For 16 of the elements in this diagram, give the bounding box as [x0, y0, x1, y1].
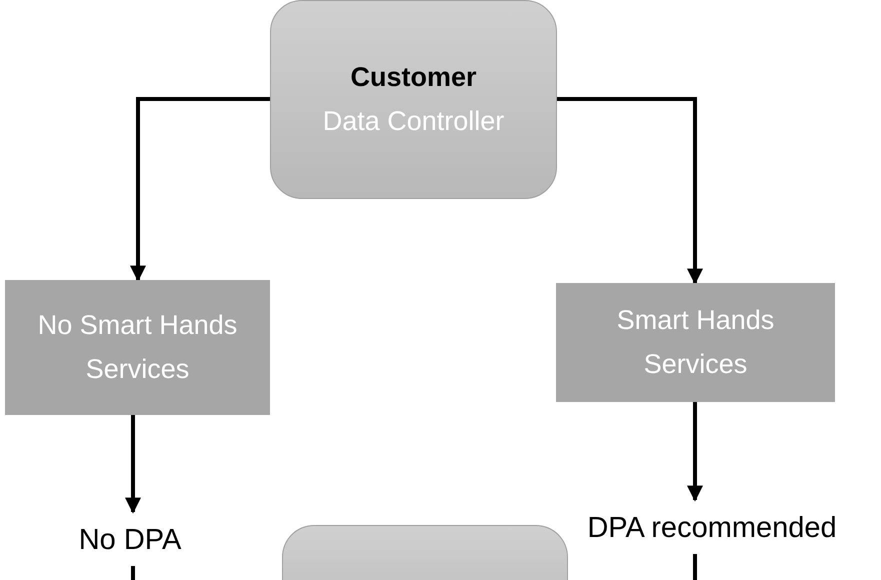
- box-text: DPA recommended: [587, 510, 837, 546]
- box-text: No DPA: [78, 522, 182, 558]
- process-box: [270, 0, 557, 199]
- process-box: [5, 280, 270, 415]
- box-text: No Smart Hands Services: [36, 309, 238, 386]
- box-text: Smart Hands Services: [616, 304, 776, 380]
- connector-line: [693, 554, 697, 580]
- connector-line: [131, 566, 135, 580]
- arrow: [557, 97, 703, 285]
- empty-box: [282, 525, 568, 580]
- process-box: [556, 283, 835, 402]
- box-title: Customer: [349, 61, 478, 94]
- arrow: [687, 402, 703, 502]
- arrow: [130, 97, 270, 282]
- arrow: [125, 415, 141, 514]
- box-subtitle: Data Controller: [322, 104, 506, 138]
